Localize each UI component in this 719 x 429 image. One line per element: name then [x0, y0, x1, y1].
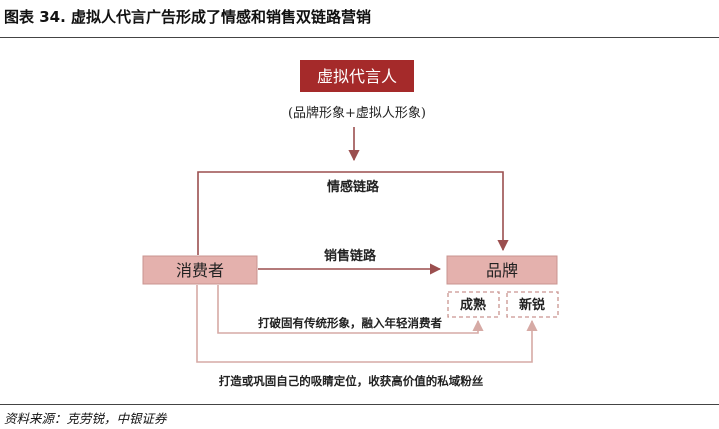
virtual-spokesperson-label: 虚拟代言人: [317, 67, 397, 86]
consumer-box: [142, 255, 258, 285]
source-note: 资料来源：克劳锐，中银证券: [4, 411, 167, 426]
brand-label: 品牌: [486, 261, 518, 280]
fresh-box: [506, 291, 559, 318]
mature-box: [447, 291, 500, 318]
fresh-label: 新锐: [519, 297, 545, 313]
build-position-arrow: [196, 285, 538, 363]
brand-box: [446, 255, 558, 285]
virtual-spokesperson-box: [300, 60, 414, 92]
top-divider: [0, 37, 719, 38]
image-note: (品牌形象+虚拟人形象): [288, 105, 426, 121]
build-position-label: 打造或巩固自己的吸睛定位，收获高价值的私域粉丝: [219, 374, 484, 388]
sales-link-label: 销售链路: [324, 248, 377, 264]
bottom-divider: [0, 404, 719, 405]
emotion-link-label: 情感链路: [327, 179, 380, 195]
break-image-arrow: [217, 285, 484, 334]
consumer-label: 消费者: [176, 261, 224, 280]
figure-title: 图表 34. 虚拟人代言广告形成了情感和销售双链路营销: [4, 8, 372, 26]
break-image-label: 打破固有传统形象，融入年轻消费者: [258, 316, 442, 330]
emotion-link-arrow: [197, 171, 509, 255]
mature-label: 成熟: [460, 297, 486, 313]
